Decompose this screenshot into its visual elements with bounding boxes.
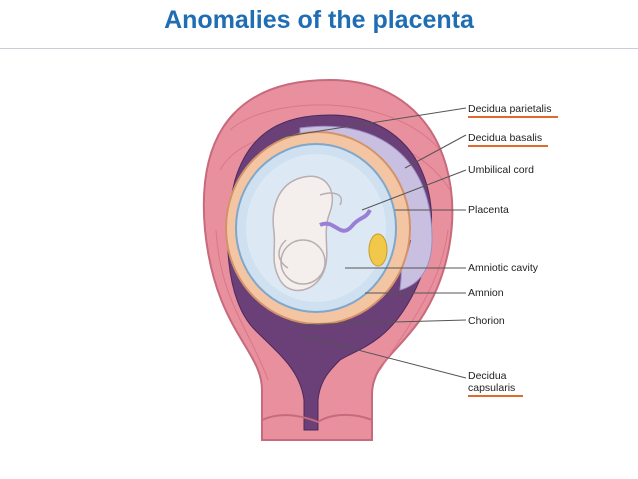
label-decidua-capsularis-line1: Decidua bbox=[468, 370, 507, 382]
embryo bbox=[272, 175, 342, 292]
label-chorion: Chorion bbox=[468, 315, 505, 327]
label-umbilical-cord: Umbilical cord bbox=[468, 164, 534, 176]
label-decidua-capsularis-line2: capsularis bbox=[468, 382, 515, 394]
title-divider bbox=[0, 48, 638, 49]
yolk-sac bbox=[368, 233, 388, 267]
label-decidua-parietalis: Decidua parietalis bbox=[468, 103, 551, 115]
cervix bbox=[261, 414, 373, 424]
label-decidua-basalis: Decidua basalis bbox=[468, 132, 542, 144]
label-amniotic-cavity: Amniotic cavity bbox=[468, 262, 539, 274]
slide-title: Anomalies of the placenta bbox=[164, 6, 474, 34]
label-placenta: Placenta bbox=[468, 204, 509, 216]
label-amnion: Amnion bbox=[468, 287, 504, 299]
umbilical-cord bbox=[319, 209, 372, 233]
